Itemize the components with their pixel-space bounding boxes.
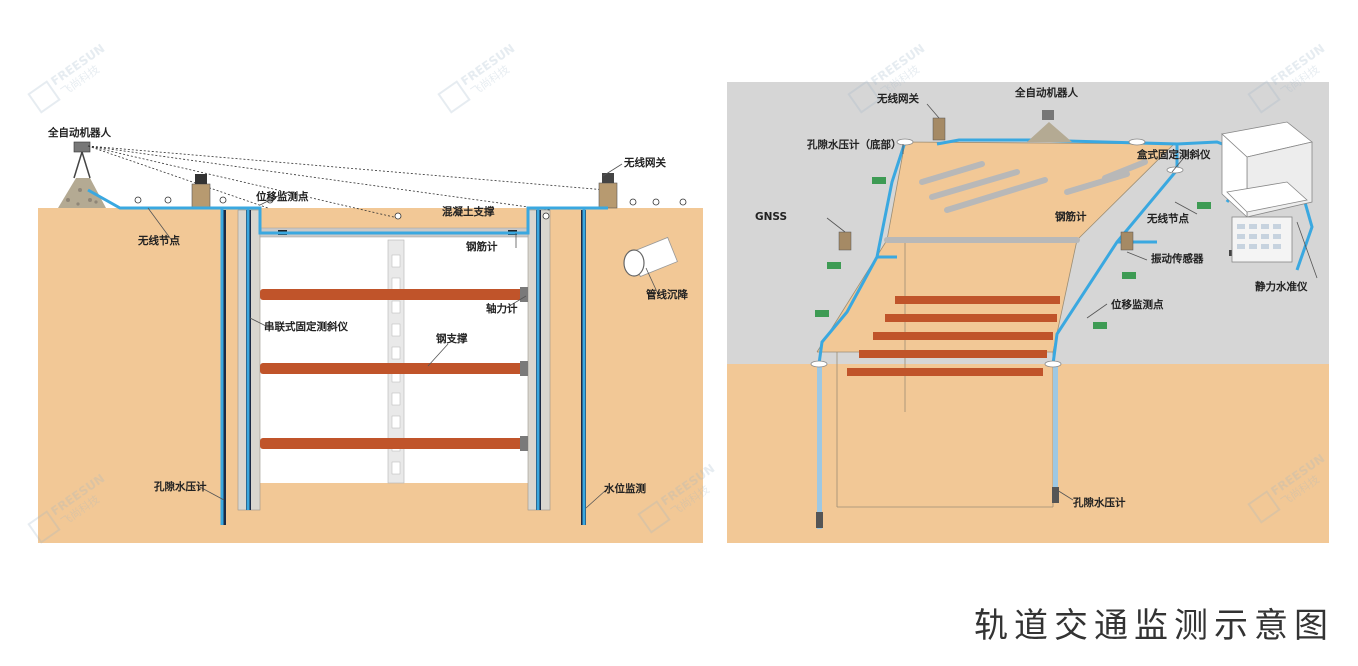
label-steel-support: 钢支撑 — [436, 332, 468, 345]
label-pipeline-settlement: 管线沉降 — [646, 288, 688, 301]
label-pore-pressure-bottom: 孔隙水压计（底部） — [807, 138, 902, 151]
right-isometric-diagram: 无线网关 全自动机器人 孔隙水压计（底部） 盒式固定测斜仪 GNSS 钢筋计 无… — [727, 82, 1329, 543]
label-wireless-gateway-r: 无线网关 — [876, 92, 919, 105]
steel-struts-right — [847, 296, 1060, 376]
concrete-supports — [884, 159, 1148, 243]
soil-below — [727, 364, 1329, 543]
label-axial-force-meter: 轴力计 — [486, 302, 518, 315]
label-wireless-node: 无线节点 — [137, 234, 180, 247]
steel-struts — [260, 287, 528, 451]
buildings — [1221, 121, 1313, 263]
vibration-sensor-device — [1120, 231, 1134, 251]
label-water-level: 水位监测 — [603, 482, 646, 495]
robot-mound — [58, 178, 106, 208]
label-pore-pressure-meter: 孔隙水压计 — [154, 480, 207, 493]
label-concrete-support: 混凝土支撑 — [442, 205, 495, 218]
pore-pressure-tube-right — [1053, 364, 1058, 499]
sight-lines — [87, 145, 607, 219]
label-wireless-gateway: 无线网关 — [623, 156, 666, 169]
robot-device — [73, 141, 91, 179]
gateway-right — [598, 182, 618, 209]
label-wireless-node-r: 无线节点 — [1146, 212, 1189, 225]
page-title: 轨道交通监测示意图 — [974, 606, 1334, 646]
pit-opening — [887, 142, 1174, 240]
robot-mound-right — [1027, 122, 1072, 142]
label-pore-pressure-meter-r: 孔隙水压计 — [1073, 496, 1126, 509]
communication-cable — [87, 188, 608, 525]
label-serial-inclinometer: 串联式固定测斜仪 — [264, 320, 348, 333]
wireless-nodes — [815, 177, 1211, 329]
pipeline — [623, 236, 678, 278]
label-vibration-sensor: 振动传感器 — [1151, 252, 1204, 265]
gateway-right-diagram — [932, 117, 946, 141]
left-cross-section-diagram: 全自动机器人 无线网关 位移监测点 混凝土支撑 钢筋计 无线节点 管线沉降 轴力… — [38, 50, 703, 543]
label-robot-r: 全自动机器人 — [1014, 86, 1078, 99]
label-box-inclinometer: 盒式固定测斜仪 — [1136, 148, 1211, 161]
label-rebar-meter: 钢筋计 — [466, 240, 498, 253]
label-gnss: GNSS — [755, 211, 787, 223]
gnss-device — [838, 231, 852, 251]
pit-floor — [260, 483, 528, 543]
label-displacement-point: 位移监测点 — [256, 190, 309, 203]
label-robot: 全自动机器人 — [47, 126, 111, 139]
label-static-level: 静力水准仪 — [1255, 280, 1308, 293]
pore-pressure-tube-left — [817, 364, 822, 529]
label-rebar-meter-r: 钢筋计 — [1055, 210, 1087, 223]
label-displacement-point-r: 位移监测点 — [1111, 298, 1164, 311]
gateway-left — [191, 183, 211, 209]
